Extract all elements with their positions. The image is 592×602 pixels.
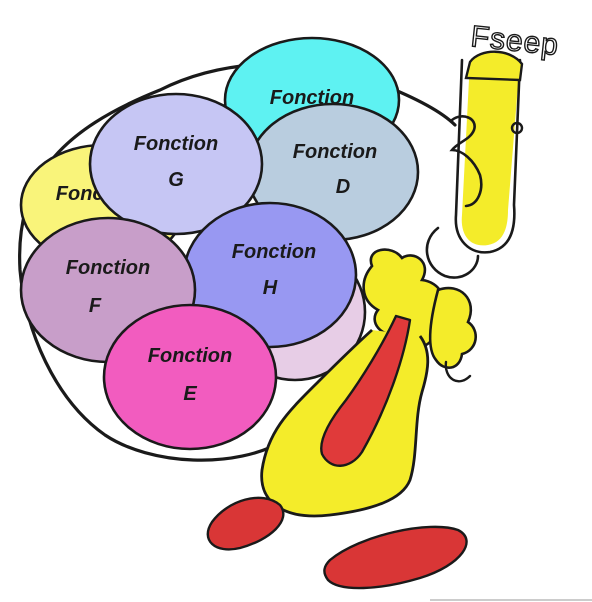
foot-left xyxy=(206,496,285,551)
function-d-word: Fonction xyxy=(293,141,377,163)
function-h-letter: H xyxy=(263,277,278,299)
bottle-cap xyxy=(464,50,524,82)
function-bubble-g[interactable] xyxy=(88,92,264,236)
face-eye xyxy=(510,121,524,135)
hand-fingers xyxy=(444,360,472,383)
bottle-head xyxy=(461,60,520,246)
tie xyxy=(320,314,412,467)
function-g-letter: G xyxy=(168,169,184,191)
foot-right xyxy=(323,525,468,590)
function-f-letter: F xyxy=(89,295,102,317)
bottle-outline xyxy=(454,58,522,254)
function-h-word: Fonction xyxy=(232,241,316,263)
face-squiggle xyxy=(449,115,483,208)
function-bubble-e[interactable] xyxy=(102,303,278,451)
function-g-word: Fonction xyxy=(134,133,218,155)
function-d-letter: D xyxy=(336,176,350,198)
function-e-word: Fonction xyxy=(148,345,232,367)
function-e-letter: E xyxy=(183,383,197,405)
side-handle xyxy=(425,226,480,279)
hand-right xyxy=(428,286,477,369)
function-f-word: Fonction xyxy=(66,257,150,279)
